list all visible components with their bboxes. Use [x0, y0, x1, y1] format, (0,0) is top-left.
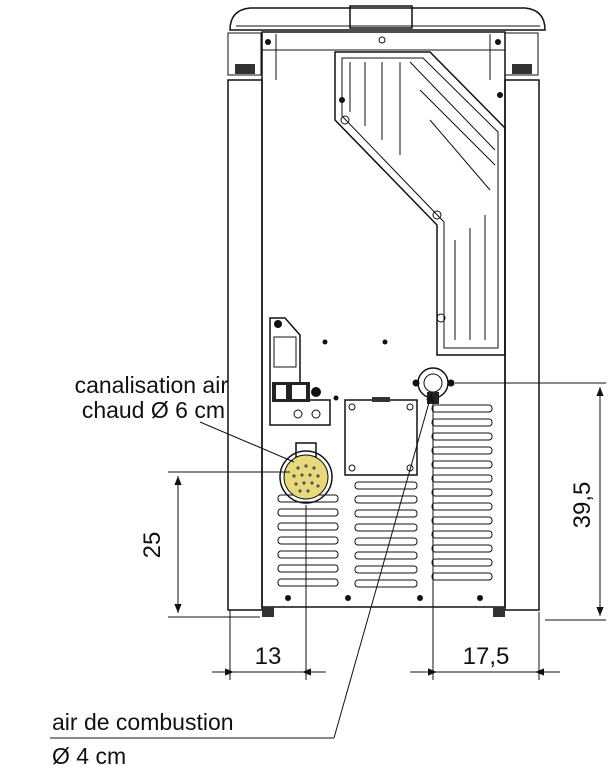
combustion-label-line1: air de combustion: [52, 709, 234, 735]
vent-grille-center: [354, 481, 418, 588]
vent-grille-left: [277, 494, 339, 587]
dimension-25-text: 25: [139, 532, 166, 559]
hot-air-duct: [279, 442, 333, 504]
combustion-air-inlet: [412, 367, 455, 404]
dimension-hot-air-height: 25: [139, 471, 290, 618]
vent-grille-right: [431, 404, 493, 581]
hot-air-label-line2: chaud Ø 6 cm: [82, 397, 225, 423]
combustion-label-line2: Ø 4 cm: [52, 743, 126, 769]
dimension-13-text: 13: [255, 643, 282, 670]
dimension-hot-air-offset: 13: [212, 505, 326, 680]
combustion-leader: [333, 391, 434, 739]
control-panel: [269, 317, 388, 426]
access-plate: [344, 397, 418, 476]
hot-air-label-line1: canalisation air: [75, 372, 229, 398]
dimension-39-5-text: 39,5: [569, 482, 596, 529]
stove-outline: [227, 5, 546, 617]
dimension-combustion-height: 39,5: [455, 382, 606, 621]
flue-baffle: [334, 51, 506, 356]
hot-air-leader: [199, 421, 295, 463]
dimension-combustion-offset: 17,5: [410, 400, 560, 680]
dimension-17-5-text: 17,5: [463, 643, 510, 670]
